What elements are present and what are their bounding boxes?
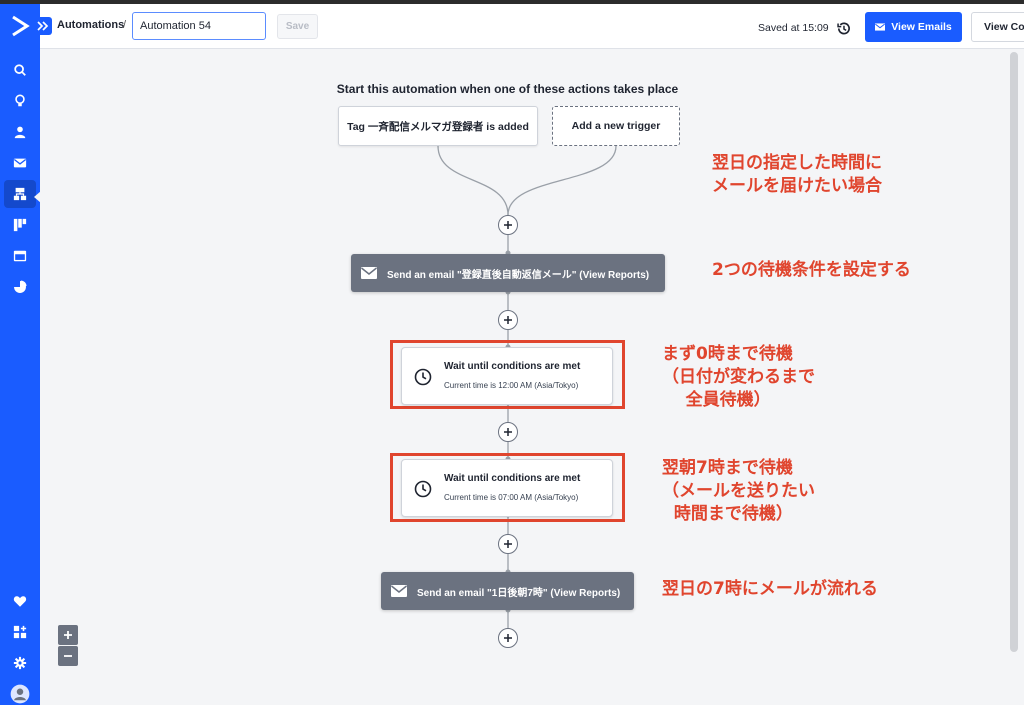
add-step-button-3[interactable] [498,422,518,442]
saved-status: Saved at 15:09 [758,22,829,34]
expand-sidebar-icon[interactable] [34,17,52,35]
breadcrumb-separator: / [123,19,127,31]
envelope-icon [13,158,27,168]
zoom-in-button[interactable] [58,625,78,645]
trigger-heading: Start this automation when one of these … [336,82,679,96]
sidebar-item-reports[interactable] [4,273,36,301]
wait-title-1: Wait until conditions are met [444,361,581,372]
sidebar-item-deals[interactable] [4,211,36,239]
automation-icon [13,187,27,201]
wait-step-2[interactable]: Wait until conditions are met Current ti… [401,459,613,517]
plus-icon [504,316,512,324]
highlight-box-1 [390,340,625,409]
wait-condition-2: Current time is 07:00 AM (Asia/Tokyo) [444,493,579,502]
automation-name-input[interactable] [132,12,266,40]
envelope-icon [391,585,407,597]
add-step-button-1[interactable] [498,215,518,235]
avatar-icon [10,684,30,704]
sidebar-item-apps[interactable] [4,618,36,646]
annotation-1: 翌日の指定した時間に メールを届けたい場合 [712,153,882,196]
trigger-tag-added[interactable]: Tag 一斉配信メルマガ登録者 is added [338,106,538,146]
top-bar: Automations / Save Saved at 15:09 View E… [34,4,1024,49]
clock-icon [414,480,432,498]
wait-condition-1: Current time is 12:00 AM (Asia/Tokyo) [444,381,579,390]
logo-icon[interactable] [8,14,32,38]
view-emails-button[interactable]: View Emails [865,12,962,42]
window-top-edge [0,0,1024,4]
send-email-step-1[interactable]: Send an email "登録直後自動返信メール" (View Report… [351,254,665,292]
lightbulb-icon [15,94,25,107]
annotation-3: まず0時まで待機 （日付が変わるまで 全員待機） [662,344,815,410]
sidebar-item-search[interactable] [4,56,36,84]
sidebar-item-ideas[interactable] [4,87,36,115]
plus-icon [504,428,512,436]
sidebar-item-automations[interactable] [4,180,36,208]
gear-icon [13,656,27,670]
sidebar-item-contacts[interactable] [4,118,36,146]
add-step-button-4[interactable] [498,534,518,554]
wait-title-2: Wait until conditions are met [444,473,581,484]
annotation-2: 2つの待機条件を設定する [712,260,911,280]
send-email-step-2[interactable]: Send an email "1日後朝7時" (View Reports) [381,572,634,610]
annotation-4: 翌朝7時まで待機 （メールを送りたい 時間まで待機） [662,458,815,524]
breadcrumb-automations[interactable]: Automations [57,19,125,31]
send-email-label-1: Send an email "登録直後自動返信メール" (View Report… [387,269,650,281]
clock-icon [414,368,432,386]
active-pointer [34,191,41,203]
pipeline-icon [13,218,27,232]
add-step-button-2[interactable] [498,310,518,330]
add-trigger-button[interactable]: Add a new trigger [552,106,680,146]
history-icon[interactable] [836,21,851,36]
sidebar-item-favorites[interactable] [4,587,36,615]
sidebar-item-site[interactable] [4,242,36,270]
plus-icon [64,631,72,639]
view-emails-label: View Emails [891,21,952,33]
highlight-box-2 [390,453,625,522]
heart-icon [13,596,27,607]
zoom-out-button[interactable] [58,646,78,666]
plus-icon [504,221,512,229]
sidebar-item-campaigns[interactable] [4,149,36,177]
sidebar-item-settings[interactable] [4,649,36,677]
canvas-scrollbar[interactable] [1010,52,1018,652]
plus-icon [504,634,512,642]
view-contacts-button[interactable]: View Co [971,12,1024,42]
contact-icon [14,126,26,139]
apps-icon [13,625,27,639]
add-step-button-5[interactable] [498,628,518,648]
sidebar [0,4,41,705]
save-button[interactable]: Save [277,14,318,39]
reports-icon [14,280,27,293]
send-email-label-2: Send an email "1日後朝7時" (View Reports) [417,587,621,599]
envelope-icon [361,267,377,279]
site-icon [13,250,27,262]
wait-step-1[interactable]: Wait until conditions are met Current ti… [401,347,613,405]
avatar[interactable] [4,680,36,705]
envelope-icon [875,23,886,31]
minus-icon [64,655,72,657]
annotation-5: 翌日の7時にメールが流れる [662,579,878,599]
plus-icon [504,540,512,548]
search-icon [14,64,26,76]
